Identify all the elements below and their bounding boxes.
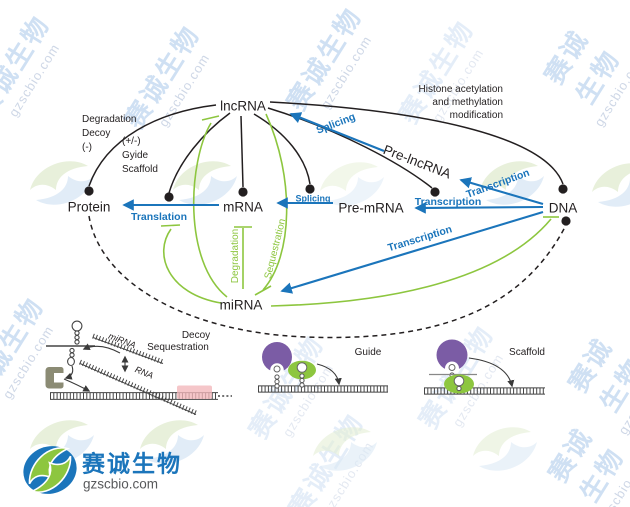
company-logo-icon xyxy=(23,446,77,494)
guide-arrow xyxy=(316,363,342,386)
decoy-flow-arrows xyxy=(63,343,129,392)
node-label-pre-mrna: Pre-mRNA xyxy=(338,200,404,216)
edge-mirna-inhibits-translation xyxy=(162,228,222,304)
company-name: 赛诚生物 xyxy=(82,450,182,477)
scaffold-illustration xyxy=(424,339,545,395)
arrow-transcription-premrna xyxy=(414,202,544,214)
node-label-dna: DNA xyxy=(548,200,578,216)
annotation-guide: Gyide xyxy=(122,150,149,161)
tbar-translation xyxy=(160,224,181,227)
annotation-decoy: Decoy xyxy=(82,128,111,139)
tbar-mirna xyxy=(254,285,272,296)
edge-protein-dna-feedback-dashed xyxy=(88,215,566,339)
arrow-splicing-lncrna xyxy=(289,112,385,152)
blue-process-arrows xyxy=(122,112,544,294)
purple-protein-icon xyxy=(436,339,468,371)
label-splicing-mrna: Splicing xyxy=(295,193,331,204)
annotation-minus: (-) xyxy=(82,142,92,153)
rna-strand-icon xyxy=(78,359,198,416)
caption-sequestration: Sequestration xyxy=(147,342,209,353)
decoy-lollipop-top xyxy=(71,320,83,345)
annotation-plusminus: (+/-) xyxy=(122,136,141,147)
edge-dna-histone-arc xyxy=(269,101,564,185)
scaffold-arrow xyxy=(468,357,515,388)
edge-lncrna-sequesters-mirna xyxy=(262,113,288,291)
binding-site-highlight xyxy=(177,385,212,399)
node-label-protein: Protein xyxy=(67,199,111,215)
node-label-mrna: mRNA xyxy=(223,199,263,215)
label-transcription-premrna: Transcription xyxy=(414,195,482,208)
arrow-transcription-prelncrna xyxy=(459,177,544,206)
edge-mirna-inhibits-dna xyxy=(270,218,552,307)
purple-protein-icon xyxy=(262,342,292,372)
edge-lncrna-splicing xyxy=(253,113,311,185)
annotation-degradation: Degradation xyxy=(82,114,137,125)
guide-illustration xyxy=(258,342,388,393)
caption-scaffold: Scaffold xyxy=(509,347,545,358)
decoy-sequestration-illustration xyxy=(45,320,232,416)
green-inhibition-edges xyxy=(160,113,559,307)
tbar-lncrna xyxy=(201,115,220,121)
company-website: gzscbio.com xyxy=(83,476,159,492)
caption-decoy: Decoy xyxy=(181,330,211,341)
junction-dots xyxy=(84,184,571,226)
annotation-histone-2: and methylation xyxy=(432,97,503,108)
edge-mirna-inhibits-lncrna xyxy=(192,122,228,298)
label-degradation: Degradation xyxy=(230,228,241,284)
node-label-mirna: miRNA xyxy=(219,297,263,313)
node-label-lncrna: lncRNA xyxy=(220,98,266,114)
label-translation: Translation xyxy=(130,210,188,223)
edge-lncrna-mrna xyxy=(240,115,244,188)
arrow-transcription-mirna xyxy=(280,210,544,294)
edge-lncrna-translation xyxy=(168,112,231,194)
edge-lncrna-protein xyxy=(88,104,217,187)
annotation-histone-3: modification xyxy=(449,110,503,121)
annotation-scaffold: Scaffold xyxy=(122,164,158,175)
decoy-protein-icon xyxy=(45,367,64,389)
annotation-histone-1: Histone acetylation xyxy=(418,84,504,95)
caption-guide: Guide xyxy=(354,347,382,358)
decoy-lollipop-hanging xyxy=(67,347,75,367)
